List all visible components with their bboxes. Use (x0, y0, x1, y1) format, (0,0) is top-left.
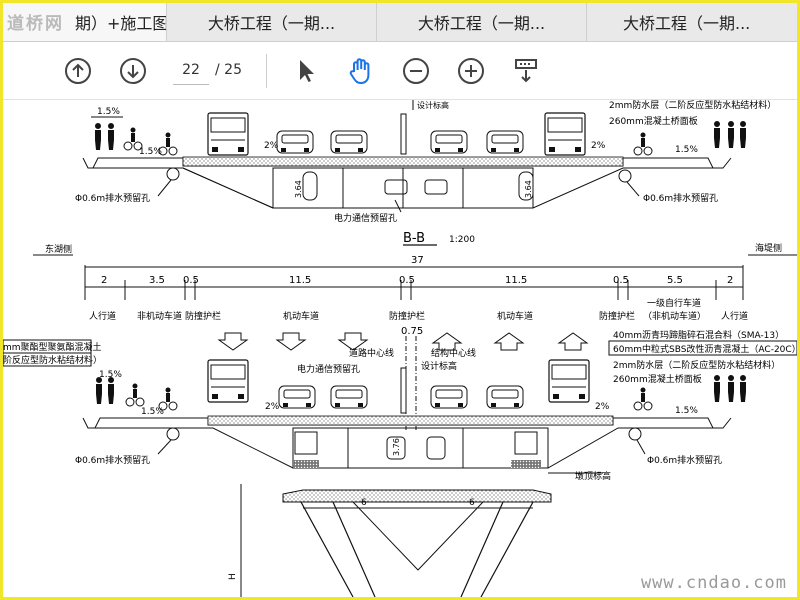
pier-dim-right: 6 (469, 498, 475, 508)
lane-barrier-mid: 防撞护栏 (389, 310, 425, 322)
direction-arrows (217, 332, 589, 351)
bottom-layer-right-2: 60mm中粒式SBS改性沥青混凝土（AC-20C） (613, 343, 797, 355)
lane-cycle-1: 一级自行车道 (647, 297, 701, 309)
tab-2-label: 大桥工程（一期... (207, 14, 336, 33)
dim-seg-3: 0.5 (183, 275, 199, 286)
lane-barrier-left: 防撞护栏 (185, 310, 221, 322)
top-layer-1: 2mm防水层（二阶反应型防水粘结材料） (609, 100, 776, 111)
tab-1[interactable]: 道桥网 期）+施工图... (3, 3, 167, 41)
bottom-slope-left-2: 1.5% (141, 407, 164, 417)
pier-top-elevation: 墩顶标高 (575, 470, 611, 482)
dim-seg-1: 2 (101, 275, 107, 286)
dim-seg-5: 0.5 (399, 275, 415, 286)
dim-seg-9: 2 (727, 275, 733, 286)
top-slope-mid-left: 2% (264, 141, 279, 151)
bottom-drain-left: Φ0.6m排水预留孔 (75, 454, 150, 466)
top-slope-left-2: 1.5% (139, 147, 162, 157)
lane-sidewalk-left: 人行道 (89, 310, 116, 322)
top-slope-left-1: 1.5% (97, 107, 120, 117)
pier-cap (282, 489, 552, 503)
top-slope-right: 1.5% (675, 145, 698, 155)
bottom-layer-right-1: 40mm沥青玛蹄脂碎石混合料（SMA-13） (613, 329, 784, 341)
tab-3-label: 大桥工程（一期... (417, 14, 546, 33)
bottom-girder-outline (88, 427, 718, 469)
bottom-drain-right: Φ0.6m排水预留孔 (647, 454, 722, 466)
side-left-label: 东湖侧 (45, 243, 72, 255)
structure-centerline-label: 结构中心线 (431, 347, 476, 359)
download-icon[interactable] (509, 54, 543, 88)
tab-bar: 道桥网 期）+施工图... 大桥工程（一期... 大桥工程（一期... 大桥工程… (3, 3, 797, 42)
lane-motor-right: 机动车道 (497, 310, 533, 322)
document-page: 设计标高 2mm防水层（二阶反应型防水粘结材料） 260mm混凝土桥面板 1.5… (3, 100, 797, 597)
top-dim-right: 3.64 (524, 180, 533, 198)
cursor-arrow-icon[interactable] (289, 54, 323, 88)
lane-cycle-2: （非机动车道） (643, 310, 706, 322)
top-dim-left: 3.64 (294, 180, 303, 198)
side-right-label: 海堤侧 (755, 242, 782, 254)
watermark-logo: 道桥网 (7, 14, 64, 34)
lane-nonmotor-left: 非机动车道 (137, 310, 182, 322)
top-drain-right: Φ0.6m排水预留孔 (643, 192, 718, 204)
dim-seg-2: 3.5 (149, 275, 165, 286)
tab-1-label: 期）+施工图... (75, 14, 167, 33)
bottom-layer-right-4: 260mm混凝土桥面板 (613, 373, 702, 385)
top-slope-mid-right: 2% (591, 141, 606, 151)
top-design-elevation-label: 设计标高 (417, 100, 449, 110)
lane-barrier-right: 防撞护栏 (599, 310, 635, 322)
bottom-design-elevation: 设计标高 (421, 360, 457, 372)
bottom-cross-section: mm聚酯型聚氨酯混凝土 阶反应型防水粘结材料） 0.75 道路中心线 结构中心线… (3, 326, 797, 597)
road-centerline-label: 道路中心线 (349, 347, 394, 359)
dim-seg-6: 11.5 (505, 275, 527, 286)
toolbar: / 25 (3, 42, 797, 100)
zoom-out-icon[interactable] (399, 54, 433, 88)
bottom-utility-hole: 电力通信预留孔 (297, 363, 360, 375)
tab-2[interactable]: 大桥工程（一期... (167, 3, 377, 41)
bridge-drawing: 设计标高 2mm防水层（二阶反应型防水粘结材料） 260mm混凝土桥面板 1.5… (3, 100, 797, 597)
bottom-deck (207, 415, 614, 426)
dim-seg-4: 11.5 (289, 275, 311, 286)
bottom-slope-mid-left: 2% (265, 402, 280, 412)
bottom-layer-right-3: 2mm防水层（二阶反应型防水粘结材料） (613, 359, 780, 371)
section-scale: 1:200 (449, 235, 475, 245)
top-drain-left: Φ0.6m排水预留孔 (75, 192, 150, 204)
top-layer-2: 260mm混凝土桥面板 (609, 115, 698, 127)
dim-seg-7: 0.5 (613, 275, 629, 286)
dim-total: 37 (411, 255, 424, 266)
bottom-slope-mid-right: 2% (595, 402, 610, 412)
bottom-mid-dim: 0.75 (401, 326, 423, 337)
top-cross-section: 设计标高 2mm防水层（二阶反应型防水粘结材料） 260mm混凝土桥面板 1.5… (75, 100, 776, 246)
dimension-lines: 37 东湖侧 海堤侧 2 3.5 0.5 11.5 0.5 11.5 0.5 5… (33, 242, 797, 300)
circle-arrow-up-icon[interactable] (61, 54, 95, 88)
page-number-input[interactable] (173, 56, 209, 85)
tab-3[interactable]: 大桥工程（一期... (377, 3, 587, 41)
lane-sidewalk-right: 人行道 (721, 310, 748, 322)
bottom-slope-right: 1.5% (675, 406, 698, 416)
top-center-barrier (400, 113, 407, 155)
site-watermark: www.cndao.com (640, 573, 787, 593)
lane-motor-left: 机动车道 (283, 310, 319, 322)
hand-tool-icon[interactable] (344, 54, 378, 88)
pier-columns (300, 501, 534, 597)
tab-4[interactable]: 大桥工程（一期... (587, 3, 797, 41)
pier-dim-left: 6 (361, 498, 367, 508)
top-deck (182, 156, 624, 167)
tab-4-label: 大桥工程（一期... (623, 14, 751, 33)
section-name: B-B (403, 231, 425, 246)
circle-arrow-down-icon[interactable] (116, 54, 150, 88)
zoom-in-icon[interactable] (454, 54, 488, 88)
bottom-layer-left-1: mm聚酯型聚氨酯混凝土 (3, 341, 102, 353)
lane-labels: 人行道 非机动车道 防撞护栏 机动车道 防撞护栏 机动车道 防撞护栏 一级自行车… (89, 297, 748, 322)
bottom-dim-mid: 3.76 (392, 438, 401, 456)
bottom-slope-left-1: 1.5% (99, 370, 122, 380)
page-total: / 25 (215, 62, 242, 78)
dim-seg-8: 5.5 (667, 275, 683, 286)
toolbar-divider (266, 54, 267, 88)
top-utility-hole: 电力通信预留孔 (334, 212, 397, 224)
bottom-layer-left-2: 阶反应型防水粘结材料） (3, 354, 102, 366)
height-mark: H (228, 573, 238, 580)
